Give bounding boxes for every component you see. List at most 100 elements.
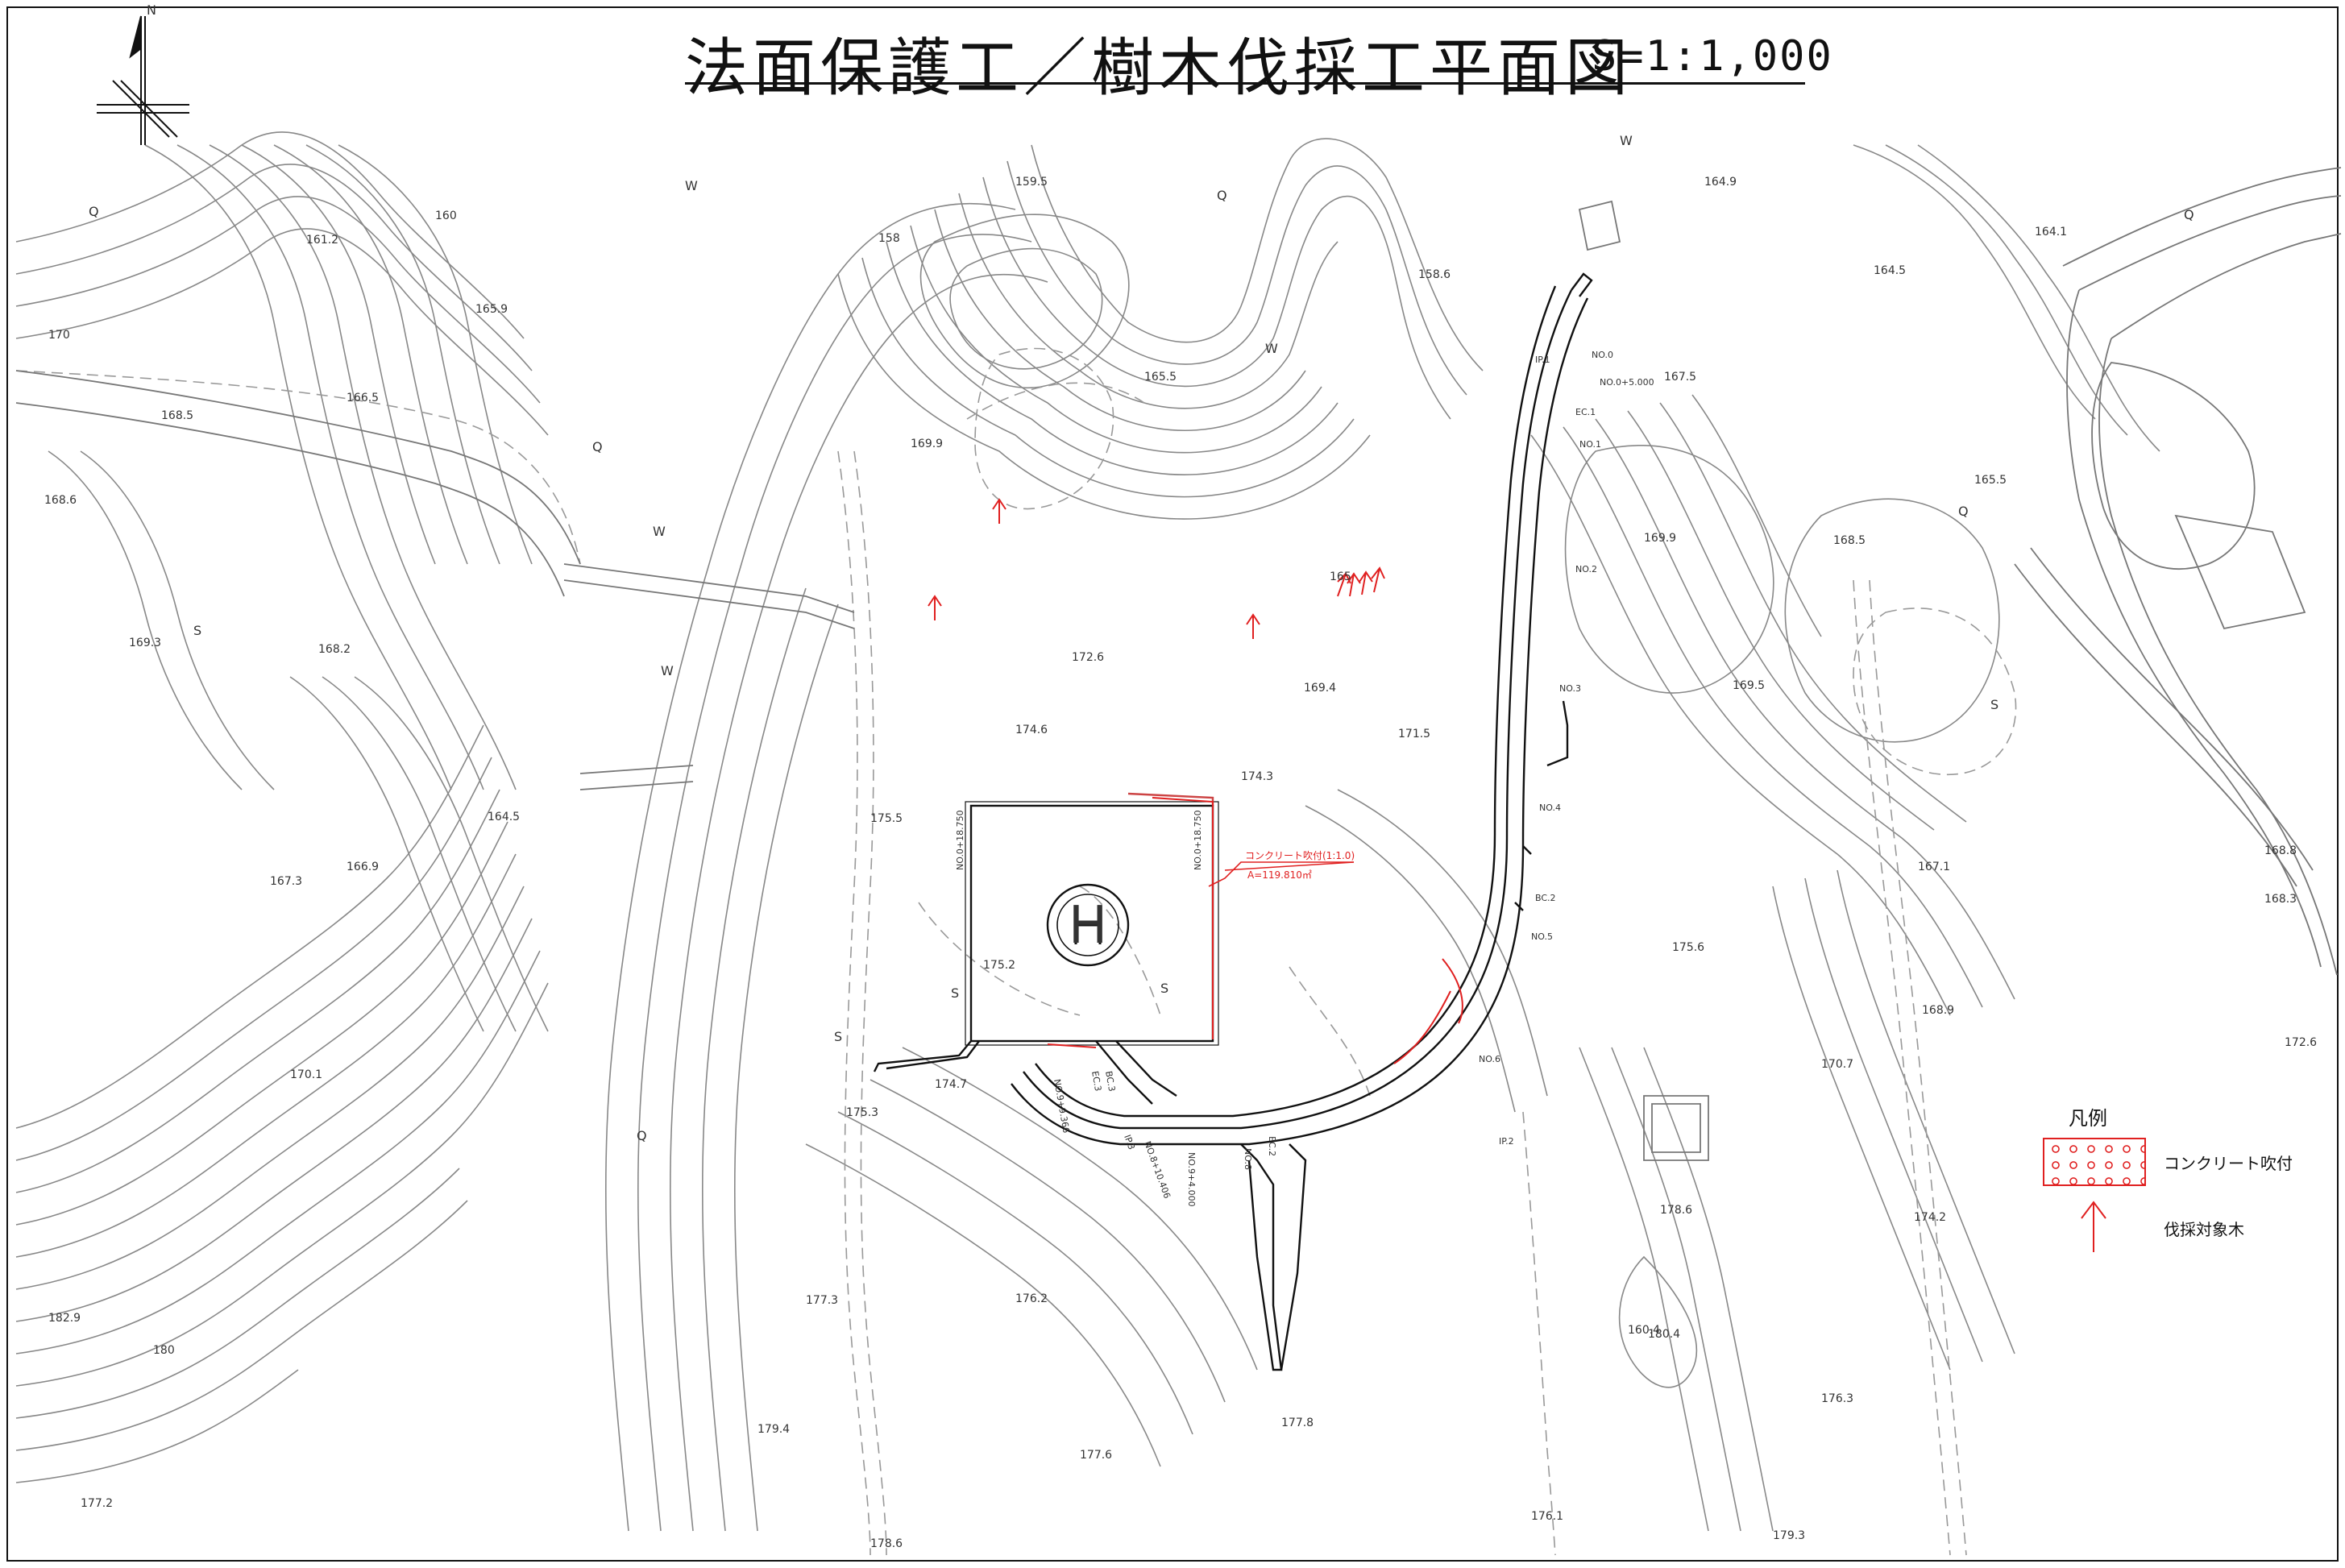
helipad-mark: H <box>1069 896 1107 956</box>
spot-elevation: 177.6 <box>1080 1449 1112 1462</box>
spot-elevation: 179.4 <box>757 1423 790 1436</box>
helipad-station-label: NO.0+18.750 <box>1193 810 1203 870</box>
spot-elevation: 176.1 <box>1531 1510 1563 1523</box>
legend-title: 凡例 <box>2069 1107 2107 1130</box>
contour-lines <box>15 131 2160 1532</box>
spot-elevation: 179.3 <box>1773 1529 1805 1542</box>
spot-elevation: 175.5 <box>870 812 903 825</box>
spot-elevation: 170.1 <box>290 1068 322 1081</box>
spot-elevation: 167.1 <box>1918 861 1950 873</box>
spot-elevation: 160.4 <box>1628 1324 1660 1337</box>
spot-elevation: 176.2 <box>1015 1292 1048 1305</box>
spot-elevation: 175.3 <box>846 1106 878 1119</box>
vegetation-symbol: Q <box>2184 207 2194 222</box>
farm-road <box>15 370 855 790</box>
spot-elevation: 168.5 <box>161 409 193 422</box>
spot-elevation: 159.5 <box>1015 176 1048 189</box>
spot-elevation: 172.6 <box>2285 1036 2317 1049</box>
title-underline <box>685 82 1805 85</box>
spot-elevation: 167.5 <box>1664 371 1696 384</box>
vegetation-symbol: W <box>1620 133 1633 148</box>
station-label: IP.3 <box>1122 1134 1137 1151</box>
spot-elevation: 158 <box>878 232 900 245</box>
slope-annotation-leader <box>1224 861 1355 871</box>
spot-elevation: 168.3 <box>2264 893 2297 906</box>
map-legend: 凡例 コンクリート吹付 伐採対象木 <box>2043 1102 2333 1255</box>
spot-elevation: 174.2 <box>1914 1211 1946 1224</box>
vegetation-symbol: W <box>661 663 674 678</box>
slope-annotation-line2: A=119.810㎡ <box>1247 869 1312 881</box>
spot-elevation: 175.2 <box>983 959 1015 972</box>
spot-elevation: 169.4 <box>1304 682 1336 695</box>
spot-elevation: 171.5 <box>1398 728 1430 740</box>
spot-elevation: 160 <box>435 209 457 222</box>
dashed-lines <box>15 347 2017 1556</box>
station-label: NO.8 <box>1243 1148 1253 1170</box>
station-label: IP.1 <box>1535 355 1550 365</box>
spot-elevation: 165.5 <box>1974 474 2007 487</box>
spot-elevation: 168.9 <box>1922 1004 1954 1017</box>
station-label: NO.5 <box>1531 931 1553 942</box>
spot-elevation: 168.5 <box>1833 534 1866 547</box>
station-label: NO.6 <box>1479 1054 1500 1064</box>
spot-elevation: 182.9 <box>48 1312 81 1325</box>
legend-label-concrete: コンクリート吹付 <box>2164 1154 2293 1173</box>
station-label: NO.0 <box>1592 350 1613 360</box>
spot-elevation: 174.6 <box>1015 724 1048 736</box>
vegetation-symbol: W <box>653 524 666 539</box>
spot-elevation: 169.3 <box>129 637 161 649</box>
spot-elevation: 164.5 <box>488 811 520 823</box>
spot-elevation: 168.2 <box>318 643 351 656</box>
spot-elevation: 169.5 <box>1733 679 1765 692</box>
slope-annotation-line1: コンクリート吹付(1:1.0) <box>1245 850 1355 861</box>
helipad <box>873 792 1219 1105</box>
vegetation-symbol: S <box>1990 697 1998 712</box>
helipad-station-label: NO.0+18.750 <box>955 810 965 870</box>
vegetation-symbol: Q <box>89 204 99 219</box>
station-label: EC.2 <box>1267 1136 1277 1156</box>
spot-elevation: 168.6 <box>44 494 77 507</box>
spot-elevation: 172.6 <box>1072 651 1104 664</box>
station-label: NO.8+10.406 <box>1142 1140 1172 1201</box>
concrete-spray-area <box>1047 797 1463 1064</box>
spot-elevation: 169.9 <box>1644 532 1676 545</box>
spot-elevation: 178.6 <box>1660 1204 1692 1217</box>
station-label: NO.9+4.000 <box>1186 1152 1197 1207</box>
station-label: NO.9+9.366 <box>1052 1078 1072 1134</box>
spot-elevation: 158.6 <box>1418 268 1451 281</box>
sheet-frame <box>6 6 2339 1562</box>
right-highway <box>1578 167 2342 1161</box>
vegetation-symbol: Q <box>1217 188 1227 203</box>
spot-elevation: 166.9 <box>347 861 379 873</box>
spot-elevation: 180.4 <box>1648 1328 1680 1341</box>
spot-elevation: 168.8 <box>2264 844 2297 857</box>
station-label: NO.0+5.000 <box>1600 377 1654 388</box>
spot-elevation: 165 <box>1330 570 1351 583</box>
station-label: EC.3 <box>1089 1070 1103 1092</box>
vegetation-symbol: S <box>834 1029 842 1044</box>
spot-elevation: 164.1 <box>2035 226 2067 239</box>
vegetation-symbol: Q <box>592 439 603 454</box>
vegetation-symbol: Q <box>637 1128 647 1143</box>
station-label: NO.2 <box>1575 564 1597 575</box>
spot-elevation: 164.5 <box>1874 264 1906 277</box>
station-label: NO.3 <box>1559 683 1581 694</box>
felled-tree-arrows <box>928 498 1385 639</box>
spot-elevation: 169.9 <box>911 438 943 450</box>
drawing-title: 法面保護工／樹木伐採工平面図 <box>685 32 1633 105</box>
concrete-spray-swatch <box>2043 1138 2146 1186</box>
station-label: NO.4 <box>1539 803 1561 813</box>
spot-elevation: 164.9 <box>1704 176 1737 189</box>
spot-elevation: 165.9 <box>475 303 508 316</box>
vegetation-symbol: S <box>193 623 201 638</box>
spot-elevation: 165.5 <box>1144 371 1177 384</box>
access-road <box>1011 272 1593 1371</box>
scale-label: S=1:1,000 <box>1592 32 1833 81</box>
spot-elevation: 175.6 <box>1672 941 1704 954</box>
vegetation-symbol: Q <box>1958 504 1969 519</box>
spot-elevation: 178.6 <box>870 1537 903 1550</box>
spot-elevation: 177.2 <box>81 1497 113 1510</box>
spot-elevation: 174.3 <box>1241 770 1273 783</box>
